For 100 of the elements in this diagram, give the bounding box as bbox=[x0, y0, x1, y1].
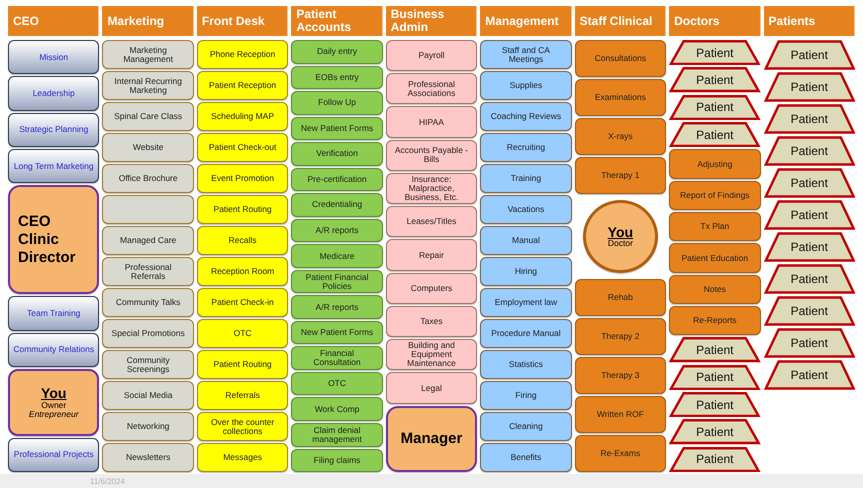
role-text: Entrepreneur bbox=[28, 410, 79, 419]
column-header: Staff Clinical bbox=[574, 6, 666, 36]
task-card: Supplies bbox=[480, 71, 572, 100]
task-card: Taxes bbox=[386, 306, 478, 338]
task-card: Patient Check-out bbox=[196, 133, 288, 162]
task-card: Special Promotions bbox=[102, 319, 194, 348]
task-card: OTC bbox=[196, 319, 288, 348]
patient-trapezoid bbox=[764, 40, 855, 70]
task-card: Hiring bbox=[480, 257, 572, 286]
task-card: Patient Routing bbox=[196, 350, 288, 379]
task-card: Verification bbox=[291, 142, 383, 166]
task-card: New Patient Forms bbox=[291, 320, 383, 344]
task-card: Training bbox=[480, 164, 572, 193]
task-card: Referrals bbox=[196, 381, 288, 410]
task-card: Leases/Titles bbox=[386, 206, 478, 238]
task-card: Rehab bbox=[574, 279, 666, 316]
task-card: Professional Associations bbox=[386, 73, 478, 104]
task-card: Newsletters bbox=[102, 443, 194, 472]
task-card: Event Promotion bbox=[196, 164, 288, 193]
task-card: Financial Consultation bbox=[291, 346, 383, 370]
task-card: Community Talks bbox=[102, 288, 194, 317]
column-header: Marketing bbox=[102, 6, 194, 36]
patient-trapezoid bbox=[669, 446, 761, 472]
patient-label: Patient bbox=[790, 368, 828, 382]
patient-trapezoid bbox=[764, 104, 855, 134]
task-card: New Patient Forms bbox=[291, 116, 383, 140]
patient-label: Patient bbox=[696, 46, 734, 60]
task-card: Tx Plan bbox=[669, 212, 761, 242]
task-card: Written ROF bbox=[574, 396, 666, 434]
patient-trapezoid bbox=[669, 364, 761, 390]
role-card bbox=[8, 369, 100, 436]
patient-trapezoid bbox=[764, 136, 855, 166]
date-label: 11/6/2024 bbox=[90, 476, 125, 486]
task-card: Strategic Planning bbox=[8, 112, 100, 147]
patient-trapezoid bbox=[669, 419, 761, 445]
task-card: Scheduling MAP bbox=[196, 102, 288, 131]
patient-label: Patient bbox=[790, 112, 828, 126]
patient-label: Patient bbox=[696, 128, 734, 142]
task-card: Insurance: Malpractice, Business, Etc. bbox=[386, 172, 478, 204]
task-card: Recalls bbox=[196, 226, 288, 255]
task-card: Therapy 2 bbox=[574, 318, 666, 356]
column-header: Business Admin bbox=[386, 6, 478, 36]
task-card: Spinal Care Class bbox=[102, 102, 194, 131]
task-card: Long Term Marketing bbox=[8, 148, 100, 184]
task-card: Pre-certification bbox=[291, 168, 383, 192]
patient-trapezoid bbox=[669, 122, 761, 148]
task-card: Manual bbox=[480, 226, 572, 255]
patient-trapezoid bbox=[669, 337, 761, 363]
column-header: Doctors bbox=[669, 6, 761, 36]
patient-trapezoid bbox=[764, 328, 855, 358]
patient-label: Patient bbox=[790, 176, 828, 190]
task-card: Computers bbox=[386, 272, 478, 304]
task-card: Follow Up bbox=[291, 91, 383, 115]
task-card: Credentialing bbox=[291, 193, 383, 217]
patient-label: Patient bbox=[696, 398, 734, 412]
patient-label: Patient bbox=[696, 452, 734, 466]
patient-label: Patient bbox=[696, 100, 734, 114]
patient-label: Patient bbox=[790, 304, 828, 318]
task-card: Cleaning bbox=[480, 412, 572, 441]
task-card: Social Media bbox=[102, 381, 194, 410]
column-header: CEO bbox=[8, 6, 100, 36]
task-card: Therapy 1 bbox=[574, 156, 666, 194]
task-card: Patient Financial Policies bbox=[291, 270, 383, 294]
task-card: Coaching Reviews bbox=[480, 102, 572, 131]
task-card: OTC bbox=[291, 372, 383, 396]
task-card: Networking bbox=[102, 412, 194, 441]
task-card: Leadership bbox=[8, 76, 100, 111]
task-card: Re-Reports bbox=[669, 306, 761, 336]
patient-trapezoid bbox=[764, 200, 855, 230]
patient-trapezoid bbox=[669, 67, 761, 93]
task-card: Repair bbox=[386, 239, 478, 271]
task-card: Messages bbox=[196, 443, 288, 472]
task-card: Daily entry bbox=[291, 40, 383, 64]
patient-trapezoid bbox=[669, 94, 761, 120]
task-card: Reception Room bbox=[196, 257, 288, 286]
empty-box bbox=[102, 195, 194, 224]
task-card: X-rays bbox=[574, 118, 666, 155]
task-card: A/R reports bbox=[291, 218, 383, 242]
task-card: HIPAA bbox=[386, 106, 478, 138]
column-header: Patients bbox=[764, 6, 855, 36]
patient-trapezoid bbox=[764, 296, 855, 326]
task-card: Work Comp bbox=[291, 397, 383, 421]
patient-trapezoid bbox=[764, 360, 855, 390]
task-card: Marketing Management bbox=[102, 40, 194, 69]
task-card: Professional Referrals bbox=[102, 257, 194, 286]
column-header: Management bbox=[480, 6, 572, 36]
patient-label: Patient bbox=[696, 370, 734, 384]
task-card: Community Relations bbox=[8, 332, 100, 368]
patient-trapezoid bbox=[764, 232, 855, 262]
task-card: Recruiting bbox=[480, 133, 572, 162]
patient-trapezoid bbox=[669, 392, 761, 418]
role-text: You bbox=[41, 386, 66, 401]
task-card: Professional Projects bbox=[8, 438, 100, 472]
task-card: Re-Exams bbox=[574, 435, 666, 472]
patient-label: Patient bbox=[790, 208, 828, 222]
task-card: Accounts Payable - Bills bbox=[386, 140, 478, 171]
task-card: Firing bbox=[480, 381, 572, 410]
task-card: Adjusting bbox=[669, 149, 761, 179]
task-card: Mission bbox=[8, 40, 100, 74]
task-card: Team Training bbox=[8, 296, 100, 331]
